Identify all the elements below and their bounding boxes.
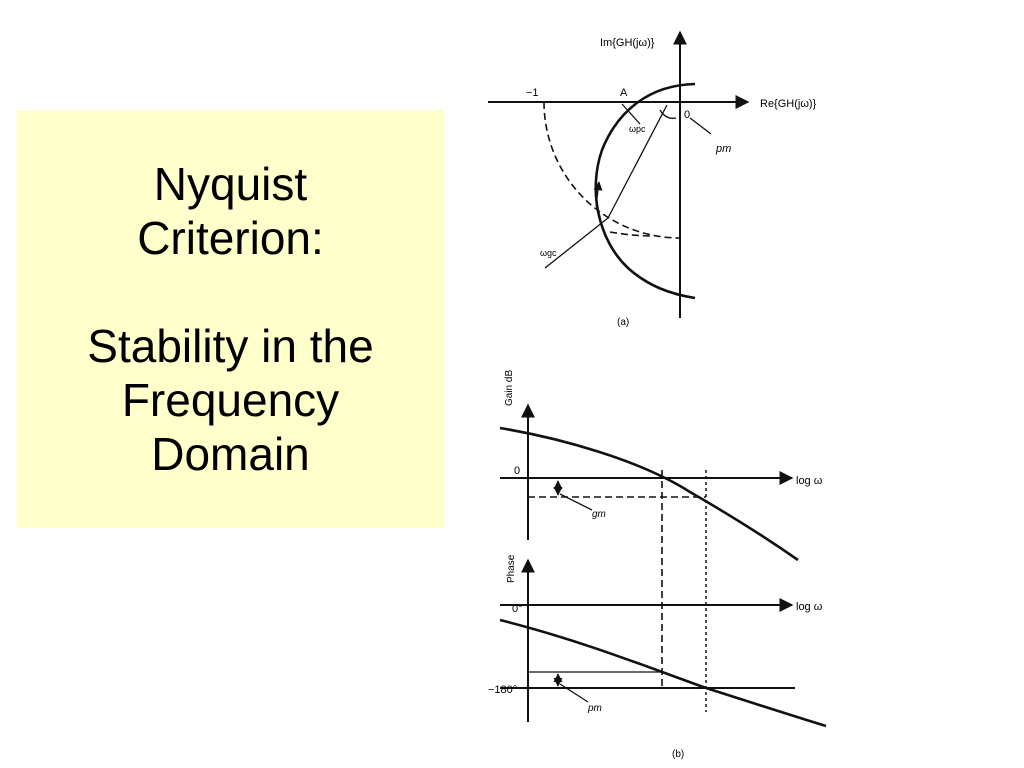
nyquist-re-axis-label: Re{GH(jω)} (760, 98, 817, 110)
phase-freq-label: log ω (796, 601, 823, 613)
gain-margin-label: gm (592, 509, 606, 520)
phase-axis-label: Phase (506, 554, 517, 583)
gm-leader-line (559, 493, 593, 511)
gain-zero-label: 0 (514, 465, 520, 477)
phase-margin-label: pm (587, 703, 602, 714)
nyquist-wgc-label: ωgc (540, 248, 557, 258)
nyquist-caption: (a) (617, 317, 629, 328)
phase-minus180-label: −180° (488, 684, 517, 696)
gain-freq-label: log ω (796, 475, 823, 487)
unit-circle-tail (609, 231, 653, 237)
nyquist-direction-arrow (593, 181, 603, 207)
nyquist-pm-label: pm (715, 143, 731, 155)
nyquist-point-a-label: A (620, 87, 628, 99)
subtitle-line-3: Domain (151, 428, 310, 480)
title-line-1: Nyquist (153, 158, 308, 210)
gain-curve (499, 426, 799, 562)
bode-caption: (b) (672, 749, 684, 760)
nyquist-curve (594, 82, 696, 300)
phase-margin-angle-arc (659, 109, 677, 119)
phase-zero-label: 0° (512, 603, 523, 615)
bode-plot: Gain dB 0 log ω gm Phase 0° −180° log ω … (488, 370, 827, 760)
unit-circle-arc (543, 101, 681, 239)
phase-curve (499, 618, 827, 728)
subtitle-line-2: Frequency (121, 374, 340, 426)
title-line-2: Criterion: (137, 212, 324, 264)
slide-title-box: Nyquist Criterion: Stability in the Freq… (17, 110, 444, 528)
gain-crossover-line (544, 104, 668, 269)
nyquist-minus-one-label: −1 (526, 87, 539, 99)
nyquist-plot: Im{GH(jω)} Re{GH(jω)} −1 A 0 ωpc ωgc pm … (488, 30, 817, 328)
pm-leader-line (689, 117, 712, 135)
gain-axis-label: Gain dB (504, 370, 515, 406)
phase-crossover-tick (621, 103, 641, 125)
nyquist-im-axis-label: Im{GH(jω)} (600, 37, 655, 49)
nyquist-origin-label: 0 (684, 109, 690, 121)
subtitle-line-1: Stability in the (87, 320, 374, 372)
pm-bode-leader-line (559, 683, 589, 703)
nyquist-wpc-label: ωpc (629, 124, 646, 134)
